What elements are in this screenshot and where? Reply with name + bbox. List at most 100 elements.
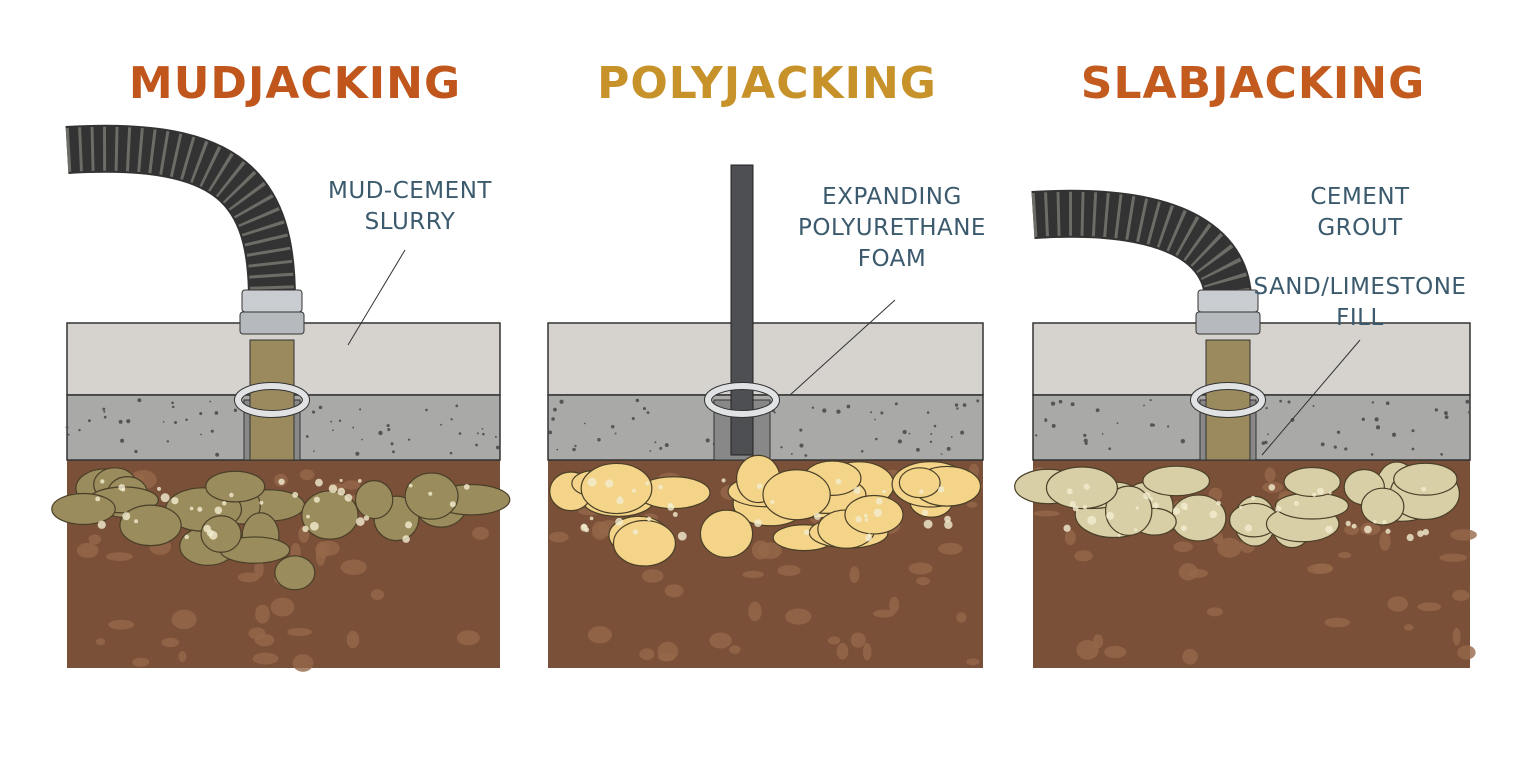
soil-pebble (1324, 617, 1351, 628)
fill-material-blob (354, 480, 394, 520)
label-cement-grout: CEMENT GROUT SAND/LIMESTONE FILL (1240, 182, 1480, 334)
label-leader-line (789, 299, 896, 396)
concrete-aggregate (635, 398, 640, 403)
fill-highlight (134, 519, 139, 524)
fill-highlight (1317, 487, 1324, 495)
concrete-aggregate (1116, 422, 1119, 425)
concrete-aggregate (174, 420, 178, 425)
soil-pebble (587, 626, 613, 644)
concrete-aggregate (1167, 425, 1170, 428)
concrete-aggregate (361, 438, 363, 441)
fill-material-blob (1104, 485, 1153, 536)
fill-highlight (1421, 486, 1427, 492)
fill-highlight (1180, 525, 1187, 532)
soil-pebble (315, 546, 326, 566)
concrete-aggregate (386, 423, 390, 428)
fill-highlight (1172, 507, 1181, 515)
soil-pebble (827, 636, 841, 645)
injection-pipe (1205, 339, 1251, 461)
concrete-aggregate (572, 447, 576, 452)
label-arrow-spacer (1240, 244, 1480, 272)
concrete-aggregate (1279, 399, 1282, 403)
soil-pebble (254, 633, 275, 647)
fill-highlight (1063, 524, 1071, 532)
concrete-aggregate (1320, 442, 1325, 447)
slab-top-surface (1032, 322, 1471, 396)
fill-highlight (1345, 520, 1351, 527)
concrete-aggregate (950, 435, 953, 438)
concrete-aggregate (1312, 405, 1315, 407)
fill-highlight (184, 534, 189, 540)
fill-highlight (754, 519, 762, 527)
concrete-aggregate (449, 451, 453, 455)
concrete-aggregate (338, 419, 342, 422)
concrete-aggregate (171, 405, 175, 409)
soil-pebble (1182, 648, 1198, 665)
panel-polyjacking (547, 164, 984, 668)
concrete-aggregate (134, 449, 138, 454)
concrete-aggregate (954, 403, 959, 407)
concrete-aggregate (407, 438, 411, 441)
concrete-aggregate (103, 415, 107, 419)
concrete-aggregate (215, 452, 220, 457)
concrete-aggregate (631, 417, 635, 421)
fill-highlight (667, 502, 673, 508)
fill-highlight (1083, 483, 1090, 490)
fill-material-blob (119, 504, 182, 547)
fill-material-blob (51, 492, 116, 526)
fill-highlight (882, 489, 886, 494)
soil-pebble (76, 542, 99, 558)
concrete-aggregate (799, 443, 804, 448)
slab-top-surface (547, 322, 984, 396)
concrete-aggregate (875, 437, 878, 441)
fill-highlight (1117, 533, 1121, 537)
concrete-aggregate (1084, 441, 1088, 445)
soil-pebble (849, 566, 860, 584)
fill-highlight (803, 529, 810, 536)
concrete-aggregate (646, 411, 650, 415)
fill-highlight (873, 508, 882, 517)
concrete-aggregate (311, 410, 316, 414)
fill-highlight (1149, 497, 1153, 501)
concrete-aggregate (1108, 447, 1112, 451)
soil-pebble (237, 572, 260, 583)
concrete-aggregate (1440, 452, 1444, 456)
concrete-aggregate (387, 427, 391, 432)
soil-pebble (252, 652, 279, 665)
concrete-aggregate (574, 444, 577, 448)
concrete-aggregate (846, 404, 851, 409)
soil-pebble (178, 650, 187, 663)
fill-highlight (1250, 495, 1256, 501)
fill-material-blob (898, 467, 941, 499)
concrete-aggregate (654, 441, 657, 444)
concrete-aggregate (1434, 408, 1439, 412)
fill-highlight (645, 481, 650, 486)
fill-highlight (1406, 533, 1414, 542)
concrete-aggregate (455, 404, 459, 408)
concrete-aggregate (902, 429, 907, 435)
concrete-aggregate (548, 430, 553, 435)
concrete-aggregate (355, 451, 360, 456)
hose-ribs (65, 126, 294, 301)
fill-highlight (344, 493, 353, 502)
soil-pebble (1450, 529, 1477, 541)
fill-highlight (339, 478, 343, 483)
hose-clamp (239, 311, 305, 335)
fill-highlight (1180, 502, 1188, 510)
concrete-aggregate (926, 411, 930, 414)
label-line: SLURRY (364, 209, 456, 235)
fill-material-blob (274, 555, 316, 591)
concrete-aggregate (1411, 447, 1415, 451)
concrete-aggregate (790, 452, 793, 455)
fill-material-blob (580, 462, 653, 515)
fill-highlight (402, 535, 410, 543)
label-line: EXPANDING (822, 184, 962, 210)
fill-highlight (632, 529, 639, 535)
fill-highlight (302, 525, 309, 533)
fill-highlight (813, 512, 821, 520)
fill-highlight (855, 516, 862, 523)
concrete-aggregate (1336, 430, 1341, 434)
fill-highlight (1209, 510, 1218, 519)
concrete-aggregate (874, 418, 876, 421)
concrete-aggregate (1051, 423, 1056, 428)
